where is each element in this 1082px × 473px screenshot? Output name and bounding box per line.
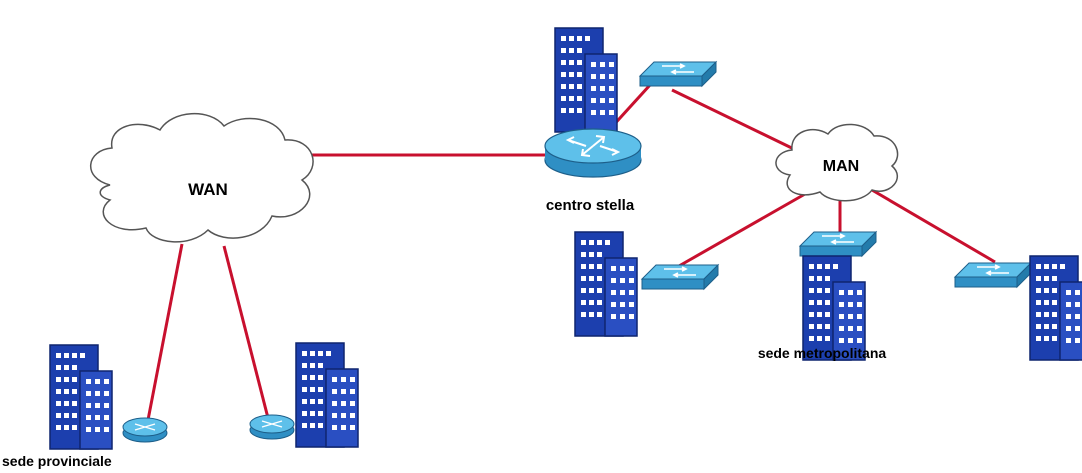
hub-router-icon (544, 128, 642, 178)
link-wan-prov-left (146, 243, 184, 421)
metro-left-building-icon (574, 231, 638, 337)
prov-left-building-icon (49, 344, 113, 450)
metro-left-switch-icon (641, 264, 719, 290)
metro-label: sede metropolitana (758, 345, 887, 361)
hub-switch-icon (639, 61, 717, 87)
prov-label: sede provinciale (2, 453, 112, 469)
wan-label: WAN (188, 180, 228, 199)
link-switch-man (671, 88, 801, 154)
metro-center-switch-icon (799, 231, 877, 257)
man-cloud: MAN (775, 123, 899, 202)
link-wan-prov-right (222, 245, 270, 419)
prov-right-building-icon (295, 342, 359, 448)
metro-right-building-icon (1029, 255, 1082, 361)
prov-right-router-icon (249, 414, 295, 440)
hub-label: centro stella (546, 197, 635, 214)
wan-cloud: WAN (90, 113, 314, 243)
link-man-right (871, 188, 996, 264)
man-label: MAN (823, 158, 859, 175)
metro-right-switch-icon (954, 262, 1032, 288)
link-man-left (671, 188, 813, 272)
hub-building-icon (554, 27, 618, 133)
prov-left-router-icon (122, 417, 168, 443)
